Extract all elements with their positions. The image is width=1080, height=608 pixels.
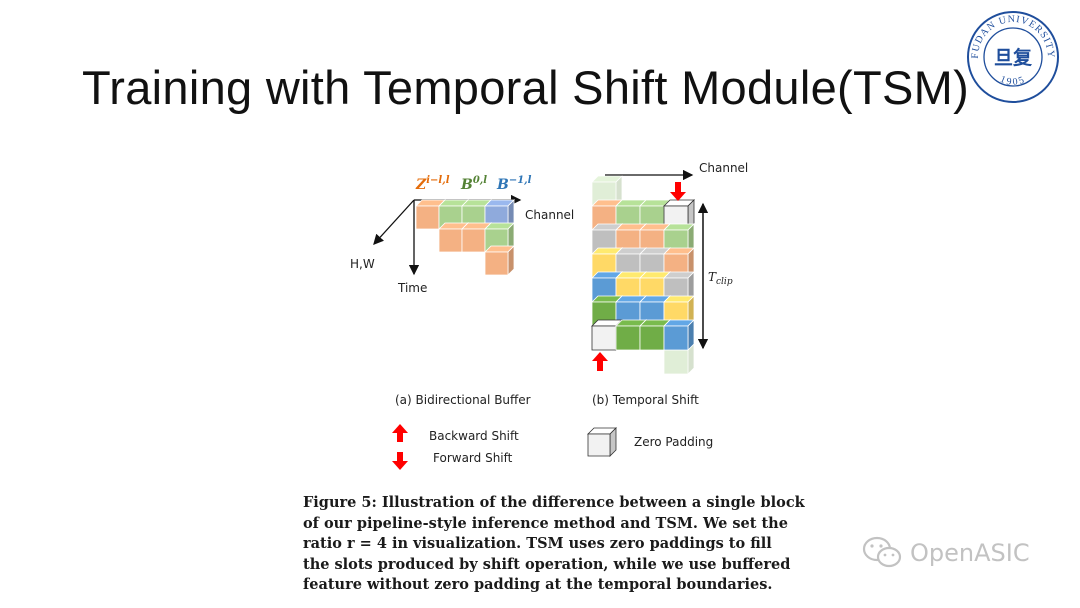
axis-hw — [373, 199, 415, 245]
panel-b-cubes — [591, 175, 695, 375]
watermark: OpenASIC — [862, 536, 1030, 570]
cube — [663, 319, 695, 351]
caption-line: ratio r = 4 in visualization. TSM uses z… — [303, 535, 772, 552]
legend-backward: Backward Shift — [429, 429, 519, 443]
panel-b: Channel Tclip (b) Temporal Shift — [591, 161, 748, 407]
slide-title: Training with Temporal Shift Module(TSM) — [82, 61, 970, 114]
figure-caption: Figure 5: Illustration of the difference… — [303, 493, 823, 596]
svg-text:1905: 1905 — [998, 74, 1027, 88]
panel-a: Zi−l,l B0,l B−1,l Channel H,W Time (a) B… — [350, 175, 574, 407]
panel-a-cubes — [415, 199, 515, 276]
label-channel-a: Channel — [525, 208, 574, 222]
label-hw: H,W — [350, 257, 375, 271]
legend-zero: Zero Padding — [634, 435, 713, 449]
caption-line: of our pipeline-style inference method a… — [303, 514, 788, 532]
caption-line: Figure 5: Illustration of the difference… — [303, 494, 805, 511]
label-b1: B−1,l — [496, 175, 532, 193]
label-z: Zi−l,l — [415, 175, 450, 193]
label-tclip: Tclip — [708, 270, 733, 287]
zero-padding-legend-icon — [587, 427, 617, 457]
caption-a: (a) Bidirectional Buffer — [395, 393, 531, 407]
cube — [484, 245, 515, 276]
label-b0: B0,l — [460, 175, 487, 193]
tsm-figure: Zi−l,l B0,l B−1,l Channel H,W Time (a) B… — [350, 161, 748, 470]
caption-line: feature without zero padding at the temp… — [303, 576, 773, 593]
caption-line: the slots produced by shift operation, w… — [303, 555, 791, 573]
forward-shift-legend-icon — [392, 452, 408, 470]
zero-padding-cube — [587, 427, 617, 457]
logo-glyph: 旦复 — [994, 46, 1033, 69]
legend: Backward Shift Forward Shift Zero Paddin… — [392, 424, 713, 470]
backward-shift-arrow-b — [592, 352, 608, 371]
caption-b: (b) Temporal Shift — [592, 393, 699, 407]
forward-shift-arrow-b — [670, 182, 686, 201]
fudan-university-logo: FUDAN UNIVERSITY 1905 旦复 — [967, 11, 1059, 103]
backward-shift-legend-icon — [392, 424, 408, 442]
watermark-text: OpenASIC — [910, 539, 1030, 567]
label-channel-b: Channel — [699, 161, 748, 175]
label-time: Time — [397, 281, 427, 295]
logo-year: 1905 — [998, 74, 1025, 88]
wechat-icon — [862, 536, 902, 568]
legend-forward: Forward Shift — [433, 451, 513, 465]
